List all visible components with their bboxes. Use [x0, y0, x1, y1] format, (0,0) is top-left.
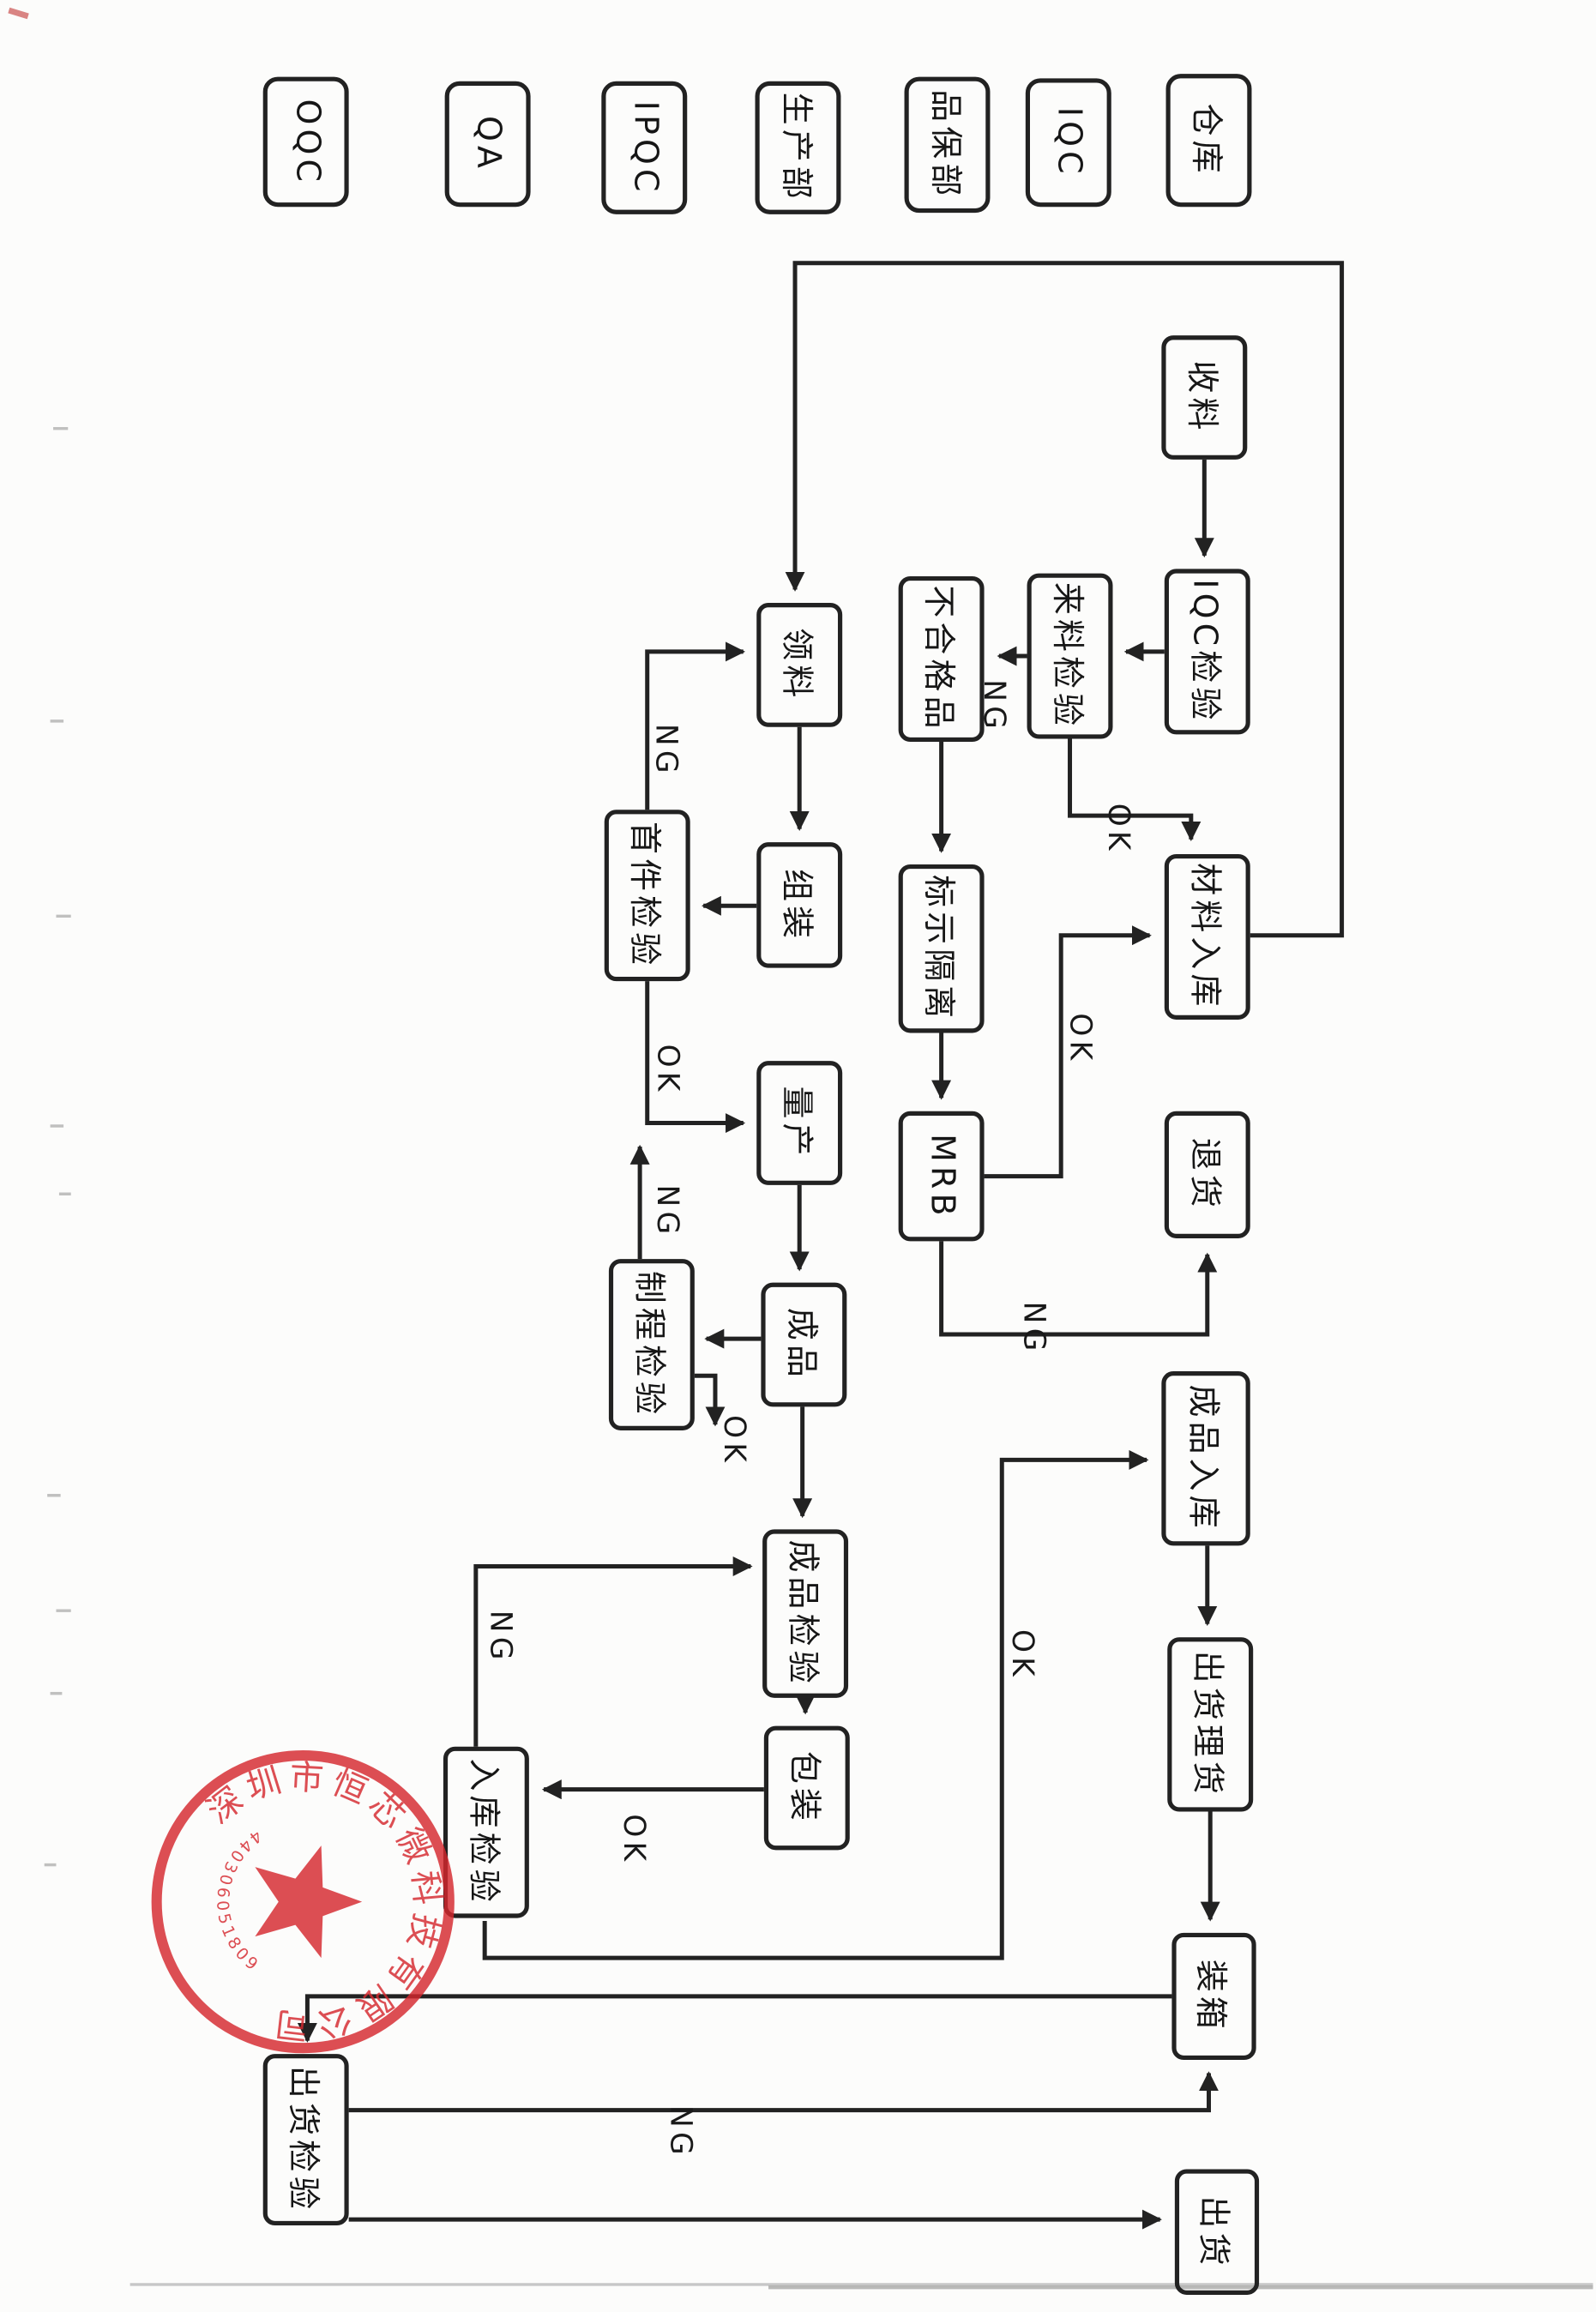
node-iqc-inspection-label: IQC检验: [1184, 579, 1223, 725]
node-boxing: 装箱: [1171, 1932, 1256, 2061]
edge-label-incoming-ng-text: NG: [976, 679, 1013, 734]
edge-label-warehousing-ok-text: OK: [1004, 1629, 1041, 1681]
edge-label-shipping-ng: NG: [659, 2092, 704, 2172]
node-inprocess-inspection: 制程检验: [608, 1259, 695, 1430]
lane-header-warehouse-label: 仓库: [1186, 103, 1224, 178]
node-nonconforming-product-label: 不合格品: [918, 585, 956, 733]
node-finished-inspection-label: 成品检验: [783, 1539, 821, 1688]
node-receive-material-label: 收料: [1182, 360, 1220, 435]
node-warehousing-inspection: 入库检验: [443, 1746, 529, 1918]
node-return-goods-label: 退货: [1184, 1137, 1222, 1212]
lane-header-production-label: 生产部: [775, 92, 813, 203]
edge-first-article-ok-to-mass-production: [645, 981, 746, 1134]
edge-label-inprocess-ng: NG: [646, 1171, 690, 1251]
lane-header-warehouse: 仓库: [1165, 74, 1252, 208]
lane-header-ipqc-label: IPQC: [625, 99, 663, 196]
node-mark-isolate: 标示隔离: [898, 864, 985, 1033]
edge-label-first-article-ng-text: NG: [648, 723, 684, 778]
edge-label-first-article-ok-text: OK: [650, 1044, 686, 1096]
lane-header-quality-assurance-label: 品保部: [924, 89, 962, 201]
node-mark-isolate-label: 标示隔离: [918, 875, 956, 1023]
edge-first-article-ng-to-pick: [645, 641, 746, 810]
edge-label-first-article-ok: OK: [646, 1030, 690, 1110]
edge-label-first-article-ng: NG: [644, 711, 689, 791]
node-assembly: 组装: [756, 842, 843, 968]
edge-warehousing-ng-to-finished-inspection: [473, 1556, 753, 1747]
lane-header-iqc-label: IQC: [1050, 106, 1087, 178]
edge-boxing-to-shipping-inspection: [297, 1994, 1172, 2043]
edge-label-warehousing-ng-text: NG: [483, 1610, 519, 1665]
edge-label-incoming-ng: NG: [973, 666, 1017, 746]
edge-incoming-ok-to-material-warehousing: [1068, 738, 1202, 842]
edge-label-shipping-ng-text: NG: [663, 2105, 700, 2159]
node-pick-material: 领料: [756, 603, 843, 727]
lane-header-production: 生产部: [755, 81, 841, 214]
node-first-article-inspection-label: 首件检验: [624, 822, 662, 970]
node-shipping: 出货: [1174, 2169, 1260, 2295]
node-shipping-tally: 出货理货: [1167, 1637, 1254, 1812]
node-finished-product-label: 成品: [781, 1307, 819, 1382]
node-receive-material: 收料: [1161, 335, 1248, 460]
node-assembly-label: 组装: [777, 868, 815, 942]
node-nonconforming-product: 不合格品: [898, 576, 985, 742]
lane-header-oqc-label: OQC: [287, 98, 325, 186]
node-iqc-inspection: IQC检验: [1164, 569, 1250, 735]
node-first-article-inspection: 首件检验: [604, 810, 690, 982]
node-shipping-label: 出货: [1195, 2195, 1232, 2269]
lane-header-quality-assurance: 品保部: [904, 76, 991, 214]
edge-label-mrb-ok-text: OK: [1062, 1013, 1099, 1065]
node-incoming-inspection: 来料检验: [1027, 573, 1113, 739]
node-warehousing-inspection-label: 入库检验: [464, 1758, 502, 1906]
edge-label-mrb-ng-text: NG: [1016, 1301, 1052, 1356]
scan-corner-red-mark: [8, 7, 29, 20]
edge-label-incoming-ok-text: OK: [1100, 803, 1137, 855]
edge-mrb-ng-to-return: [939, 1241, 1218, 1337]
edge-warehousing-ok-to-finished-warehousing: [482, 1449, 1149, 1960]
edge-label-mrb-ok: OK: [1058, 999, 1103, 1079]
node-finished-warehousing: 成品入库: [1161, 1371, 1250, 1546]
edge-label-mrb-ng: NG: [1012, 1289, 1057, 1369]
node-incoming-inspection-label: 来料检验: [1047, 581, 1085, 731]
edge-label-packing-ok-text: OK: [616, 1814, 652, 1866]
node-mrb-label: MRB: [923, 1133, 961, 1219]
node-pick-material-label: 领料: [777, 628, 815, 702]
lane-header-qa-label: QA: [469, 115, 507, 173]
edge-shipping-ng-to-boxing: [348, 2071, 1219, 2113]
node-shipping-tally-label: 出货理货: [1188, 1650, 1226, 1799]
edge-mrb-ok-to-material-warehousing: [984, 925, 1152, 1179]
edge-inprocess-ok: [694, 1373, 726, 1427]
node-inprocess-inspection-label: 制程检验: [629, 1270, 667, 1419]
edge-label-packing-ok: OK: [611, 1800, 656, 1880]
node-return-goods: 退货: [1164, 1111, 1250, 1238]
node-mass-production-label: 量产: [777, 1086, 815, 1160]
edge-label-inprocess-ok: OK: [713, 1400, 757, 1480]
scan-edge-marks: [44, 426, 71, 1867]
lane-header-oqc: OQC: [262, 76, 349, 208]
node-packing-label: 包装: [784, 1750, 822, 1826]
node-finished-inspection: 成品检验: [762, 1529, 849, 1698]
node-finished-product: 成品: [761, 1282, 847, 1407]
node-mass-production: 量产: [756, 1061, 843, 1185]
node-material-warehousing-label: 材料入库: [1184, 863, 1223, 1011]
lane-header-iqc: IQC: [1025, 78, 1111, 208]
node-material-warehousing: 材料入库: [1164, 853, 1250, 1020]
edge-label-warehousing-ok: OK: [1001, 1615, 1045, 1695]
node-finished-warehousing-label: 成品入库: [1183, 1384, 1221, 1532]
node-shipping-inspection: 出货检验: [262, 2054, 349, 2225]
lane-header-qa: QA: [444, 81, 531, 208]
node-mrb: MRB: [898, 1111, 985, 1242]
edge-label-inprocess-ng-text: NG: [650, 1184, 686, 1239]
lane-header-ipqc: IPQC: [601, 81, 688, 214]
edge-label-warehousing-ng: NG: [479, 1598, 523, 1677]
node-boxing-label: 装箱: [1191, 1959, 1229, 2033]
node-packing: 包装: [763, 1725, 850, 1851]
edge-label-incoming-ok: OK: [1097, 789, 1141, 869]
node-shipping-inspection-label: 出货检验: [283, 2065, 321, 2214]
edge-label-inprocess-ok-text: OK: [716, 1414, 753, 1467]
edge-material-warehousing-to-pick: [785, 261, 1345, 938]
